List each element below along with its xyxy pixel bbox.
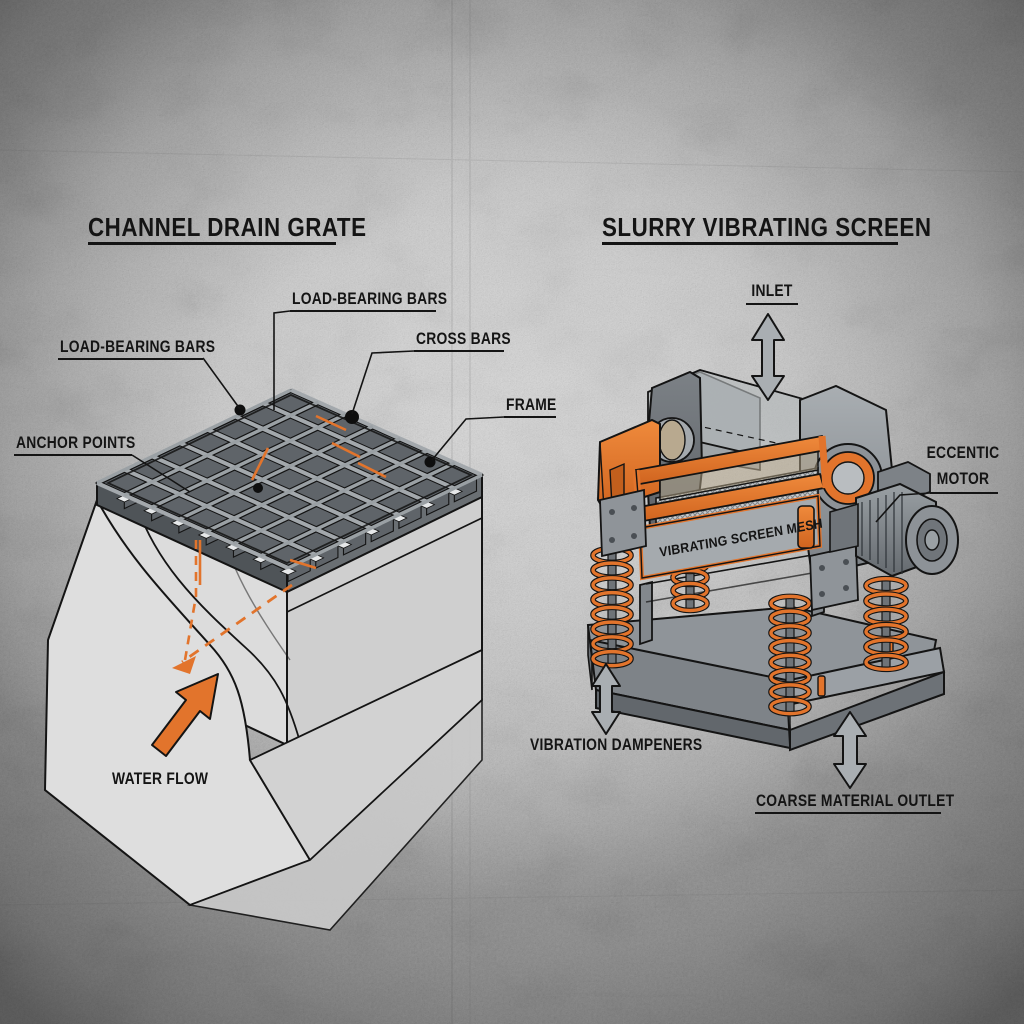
label-rule xyxy=(755,812,941,814)
screen-mounting-brackets xyxy=(599,488,859,612)
label-eccentic-motor-line2: MOTOR xyxy=(936,470,990,488)
label-inlet: INLET xyxy=(751,282,793,300)
water-flow-indicator xyxy=(151,540,293,757)
grate-assembly xyxy=(94,388,485,594)
screen-hood xyxy=(596,369,894,578)
panel-title-right-rule xyxy=(602,242,898,245)
water-flow-arrow xyxy=(151,673,219,757)
label-vibration-dampeners: VIBRATION DAMPENERS xyxy=(530,736,703,754)
label-rule xyxy=(504,416,556,418)
outlet-arrow xyxy=(833,711,867,789)
screen-mesh-banner xyxy=(637,493,823,581)
inlet-arrow xyxy=(751,313,785,401)
eccentric-motor xyxy=(797,461,959,578)
motor-leader-line xyxy=(875,492,931,523)
channel-leader-lines xyxy=(131,310,505,493)
panel-title-right: SLURRY VIBRATING SCREEN xyxy=(602,212,932,242)
coil-spring xyxy=(768,593,812,717)
grate-flow-markers xyxy=(198,414,387,585)
label-eccentic-motor-line1: ECCENTIC xyxy=(926,444,1000,462)
dampener-arrow xyxy=(591,663,621,735)
vibration-dampener-springs xyxy=(590,545,909,717)
banner-label: VIBRATING SCREEN MESH xyxy=(658,515,824,560)
coil-spring xyxy=(590,545,634,669)
label-water-flow: WATER FLOW xyxy=(112,770,209,788)
anchor-point-dot xyxy=(253,483,263,493)
label-rule xyxy=(58,358,203,360)
label-rule xyxy=(930,492,998,494)
label-anchor-points: ANCHOR POINTS xyxy=(16,434,136,452)
label-cross-bars: CROSS BARS xyxy=(416,330,511,348)
label-coarse-material-outlet: COARSE MATERIAL OUTLET xyxy=(756,792,955,810)
label-rule xyxy=(414,350,504,352)
label-rule xyxy=(290,310,436,312)
panel-title-left-rule xyxy=(88,242,336,245)
label-rule xyxy=(746,303,798,305)
anchor-point-dot xyxy=(345,410,359,424)
label-load-bearing-bars-top: LOAD-BEARING BARS xyxy=(292,290,448,308)
anchor-point-dot xyxy=(234,404,246,416)
label-load-bearing-bars-left: LOAD-BEARING BARS xyxy=(60,338,216,356)
label-rule xyxy=(14,454,132,456)
bolt-stud xyxy=(817,675,826,697)
panel-title-left: CHANNEL DRAIN GRATE xyxy=(88,212,367,242)
coil-spring xyxy=(863,575,909,673)
drive-shaft xyxy=(797,505,815,549)
label-frame: FRAME xyxy=(506,396,557,414)
